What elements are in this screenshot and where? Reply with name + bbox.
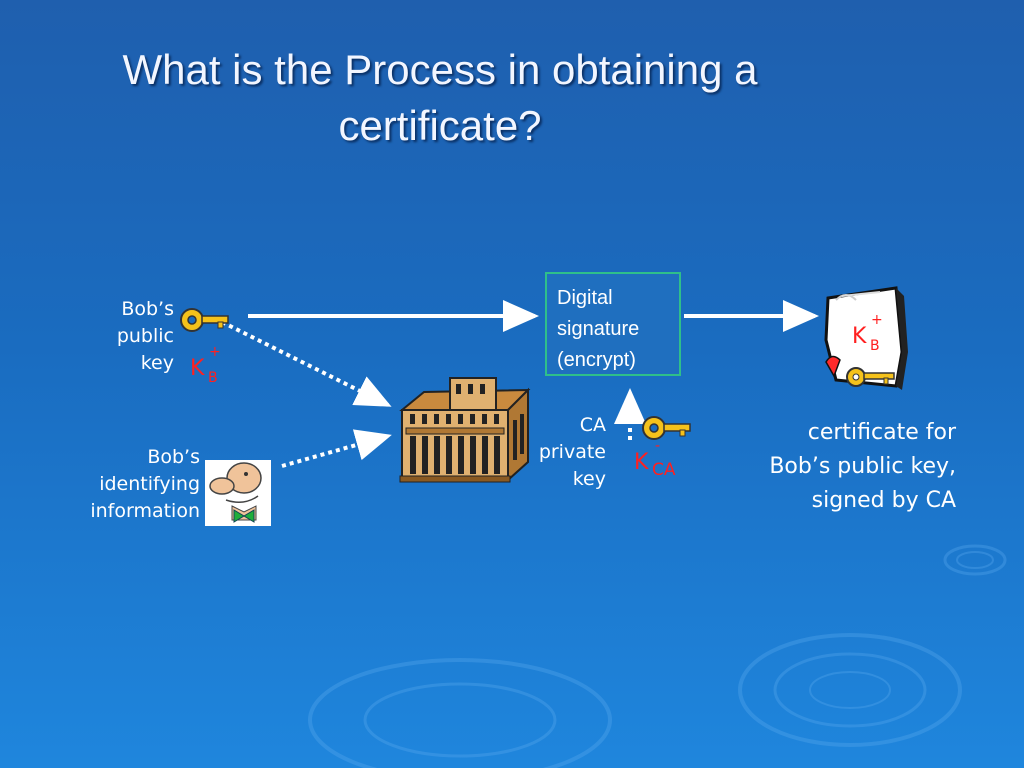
label-line: Bob’s (121, 298, 174, 320)
label-line: Bob’s (147, 446, 200, 468)
key-superscript: - (655, 438, 661, 454)
digital-signature-box: Digital signature (encrypt) (545, 272, 681, 376)
slide-title: What is the Process in obtaining a certi… (60, 42, 820, 154)
label-line: private (538, 441, 606, 463)
caption-line: Bob’s public key, (769, 454, 956, 479)
dotted-arrow-key-to-ca (221, 320, 392, 407)
certificate-caption: certificate for Bob’s public key, signed… (690, 416, 956, 518)
label-line: CA (579, 414, 606, 436)
key-letter: K (190, 356, 205, 381)
dotted-arrow-info-to-ca (281, 429, 392, 468)
title-line-1: What is the Process in obtaining a (122, 46, 758, 93)
key-superscript: + (209, 344, 221, 360)
key-subscript: B (208, 370, 218, 386)
ca-private-key-symbol: K - CA (634, 438, 690, 490)
bob-identifying-info-label: Bob’s identifying information (50, 444, 200, 525)
label-line: information (90, 500, 200, 522)
label-line: key (140, 352, 174, 374)
label-line: public (116, 325, 174, 347)
label-line: identifying (99, 473, 200, 495)
caption-line: signed by CA (811, 488, 956, 513)
label-line: key (572, 468, 606, 490)
caption-line: certificate for (807, 420, 956, 445)
bob-public-key-symbol: K + B (190, 344, 230, 396)
box-line: Digital (557, 287, 613, 309)
key-superscript: + (871, 312, 883, 328)
box-line: (encrypt) (557, 349, 636, 371)
title-line-2: certificate? (338, 102, 542, 149)
person-icon (205, 460, 271, 526)
bank-building-icon (399, 377, 531, 483)
certificate-key-symbol: K + B (852, 312, 892, 364)
key-letter: K (634, 450, 649, 475)
key-icon (180, 308, 229, 332)
bob-public-key-label: Bob’s public key (90, 296, 174, 377)
key-letter: K (852, 324, 867, 349)
box-line: signature (557, 318, 640, 340)
ripple-decoration (308, 544, 1007, 768)
certificate-document-icon (824, 286, 908, 390)
key-subscript: CA (652, 460, 676, 480)
ca-private-key-label: CA private key (520, 412, 606, 493)
key-subscript: B (870, 338, 880, 354)
key-icon (642, 416, 691, 440)
